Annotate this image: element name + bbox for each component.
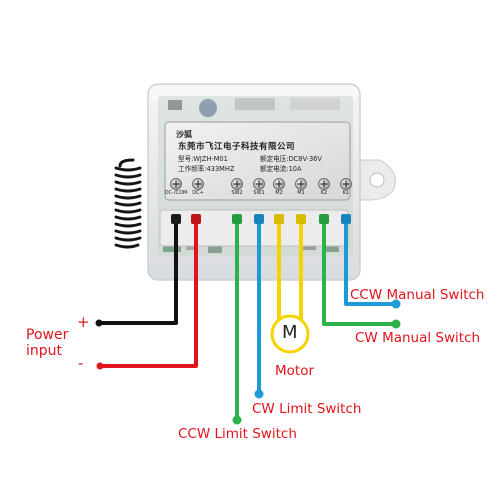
- rated-voltage: 额定电压:DC8V-36V: [260, 155, 322, 163]
- frequency: 工作频率:433MHZ: [178, 165, 235, 173]
- terminal-label-sw1: SW1: [253, 190, 265, 196]
- motor-label: Motor: [275, 363, 315, 379]
- wire-blue-ccw-manual: [344, 220, 396, 306]
- dot-red-minus: [96, 362, 104, 370]
- cw-manual-switch-label: CW Manual Switch: [355, 330, 481, 346]
- terminal-label-m1: M1: [297, 190, 305, 196]
- plus-sign: +: [77, 313, 90, 331]
- terminal-screws: [170, 178, 352, 190]
- screw-slot: [255, 180, 263, 188]
- motor-symbol: [270, 314, 310, 354]
- terminal-label-sw2: SW2: [231, 190, 243, 196]
- dot-cw-limit: [254, 389, 264, 399]
- rated-current: 额定电流:10A: [260, 165, 302, 173]
- ccw-limit-switch-label: CCW Limit Switch: [178, 426, 297, 442]
- wire-red-power-minus: [99, 220, 198, 368]
- terminal-label-k2: K2: [320, 190, 328, 196]
- screw-slot: [172, 180, 180, 188]
- mounting-hole: [369, 172, 385, 188]
- ccw-manual-switch-label: CCW Manual Switch: [350, 287, 485, 303]
- terminal-label-m2: M2: [275, 190, 283, 196]
- model-label: 型号:WJZH-M01: [178, 155, 228, 163]
- screw-slot: [297, 180, 305, 188]
- dot-ccw-manual: [391, 299, 401, 309]
- wires: [98, 220, 396, 420]
- dot-cw-manual: [391, 319, 401, 329]
- screw-slot: [233, 180, 241, 188]
- terminal-label-k1: K1: [342, 190, 350, 196]
- wire-green-cw-manual: [322, 220, 396, 326]
- motor-symbol-letter: M: [282, 322, 298, 343]
- screw-slot: [320, 180, 328, 188]
- terminal-label-dc-plus: DC+: [192, 190, 204, 196]
- wire-end-dots: [95, 299, 401, 425]
- brand-logo: 沙狐: [176, 130, 192, 139]
- terminal-label-dc-com: DC-/COM: [164, 190, 188, 196]
- wire-sleeves: [171, 214, 351, 224]
- screw-slot: [342, 180, 350, 188]
- cw-limit-switch-label: CW Limit Switch: [252, 401, 362, 417]
- screw-slot: [275, 180, 283, 188]
- antenna-coil: [114, 158, 142, 249]
- power-input-label: Power input: [26, 327, 69, 360]
- dot-ccw-limit: [232, 415, 242, 425]
- dot-black-plus: [95, 319, 103, 327]
- wire-black-power-plus: [98, 220, 178, 325]
- screw-slot: [194, 180, 202, 188]
- company-name: 东莞市飞江电子科技有限公司: [178, 142, 296, 152]
- minus-sign: -: [78, 354, 84, 372]
